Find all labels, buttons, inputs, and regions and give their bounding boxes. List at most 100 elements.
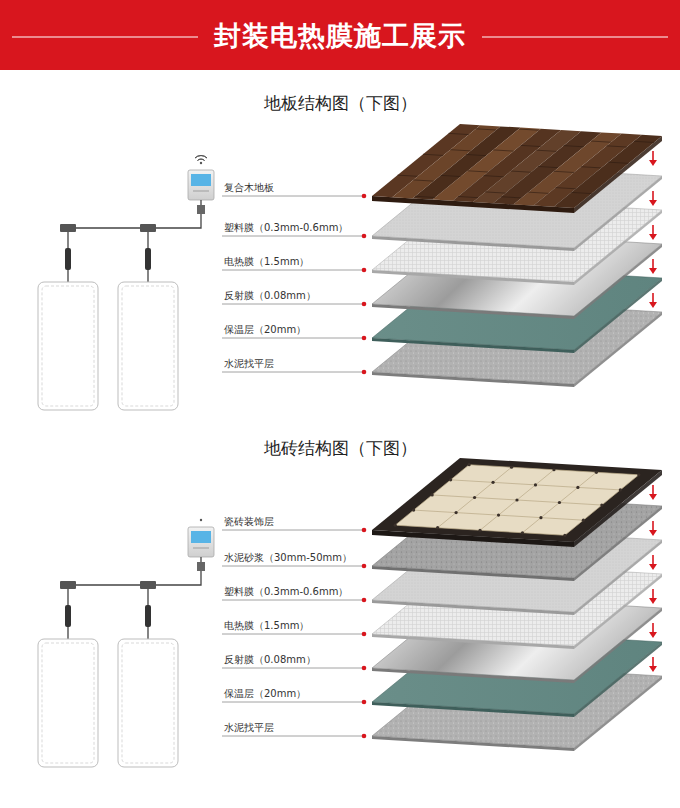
wood-joint [556, 188, 576, 189]
tile-border [372, 458, 662, 542]
down-arrow [649, 200, 657, 206]
down-arrow [649, 666, 657, 672]
plug [145, 248, 151, 270]
down-arrow [652, 521, 654, 531]
leader-line [222, 634, 364, 635]
down-arrow [652, 657, 654, 667]
layer-label: 复合木地板 [224, 181, 274, 194]
tile-joint [565, 475, 639, 535]
layer-label: 反射膜（0.08mm） [224, 653, 316, 666]
down-arrow [649, 268, 657, 274]
tile-joint [432, 495, 602, 505]
heating-panel [38, 639, 98, 767]
thermostat [188, 527, 214, 557]
down-arrow [652, 485, 654, 495]
thermostat-screen [191, 531, 211, 543]
down-arrow [649, 302, 657, 308]
tile-joint [395, 465, 469, 525]
heating-panel [118, 639, 178, 767]
leader-line [222, 196, 364, 197]
tile-dot [619, 488, 622, 491]
connector [197, 205, 205, 214]
tile-dot [576, 486, 579, 489]
wood-joint [581, 167, 601, 168]
down-arrow [649, 494, 657, 500]
wifi-symbol [195, 156, 207, 161]
t-connector [60, 224, 76, 232]
down-arrow [652, 623, 654, 633]
wood-joint [466, 154, 486, 155]
wood-joint [484, 176, 504, 177]
tile-dot [468, 463, 471, 466]
leader-dot [362, 734, 367, 739]
wifi-symbol [200, 162, 202, 164]
leader-line [222, 338, 364, 339]
leader-dot [362, 370, 367, 375]
tile-dot [473, 496, 476, 499]
leader-line [222, 372, 364, 373]
wood-joint [528, 192, 548, 193]
down-arrow [652, 259, 654, 269]
leader-dot [362, 234, 367, 239]
heating-panel-seam [42, 286, 94, 406]
wood-joint [634, 141, 654, 142]
t-connector [140, 224, 156, 232]
layer-label: 瓷砖装饰层 [224, 515, 274, 528]
leader-line [222, 736, 364, 737]
tile-dot [539, 516, 542, 519]
wire [68, 557, 201, 639]
wood-joint [511, 171, 531, 172]
thermostat [188, 170, 214, 200]
plug [65, 605, 71, 627]
wifi-symbol [195, 156, 207, 161]
section-heading: 地砖结构图（下图） [264, 437, 417, 459]
wifi-symbol [200, 519, 202, 521]
plug [65, 248, 71, 270]
down-arrow [649, 598, 657, 604]
wood-joint [413, 180, 433, 181]
tile-dot [449, 478, 452, 481]
tile-face [395, 465, 639, 536]
wood-joint [449, 133, 469, 134]
leader-line [222, 530, 364, 531]
wood-joint [450, 150, 470, 151]
heating-panel [38, 282, 98, 410]
down-arrow [649, 160, 657, 166]
title-banner [0, 0, 680, 70]
tile-dot [515, 498, 518, 501]
banner-rule [482, 36, 668, 37]
down-arrow [652, 293, 654, 303]
tile-dot [521, 531, 524, 534]
t-connector [140, 581, 156, 589]
down-arrow [649, 564, 657, 570]
wood-plank [554, 135, 662, 208]
wood-joint [538, 166, 558, 167]
layer-label: 保温层（20mm） [224, 687, 306, 700]
down-arrow [652, 225, 654, 235]
thermostat-screen [191, 174, 211, 186]
wood-joint [468, 171, 488, 172]
leader-dot [362, 528, 367, 533]
leader-dot [362, 700, 367, 705]
wood-joint [485, 192, 505, 193]
leader-line [222, 702, 364, 703]
tile-dot [436, 526, 439, 529]
wood-joint [536, 150, 556, 151]
section-heading: 地板结构图（下图） [264, 92, 417, 114]
tile-dot [431, 493, 434, 496]
tile-dot [600, 503, 603, 506]
leader-line [222, 270, 364, 271]
tile-dot [563, 534, 566, 537]
wood-joint [415, 196, 435, 197]
leader-dot [362, 302, 367, 307]
layer-label: 反射膜（0.08mm） [224, 289, 316, 302]
tile-joint [414, 510, 584, 520]
heating-panel [118, 282, 178, 410]
down-arrow [652, 589, 654, 599]
down-arrow [652, 555, 654, 565]
leader-dot [362, 632, 367, 637]
down-arrow [652, 191, 654, 201]
wood-joint [564, 146, 584, 147]
